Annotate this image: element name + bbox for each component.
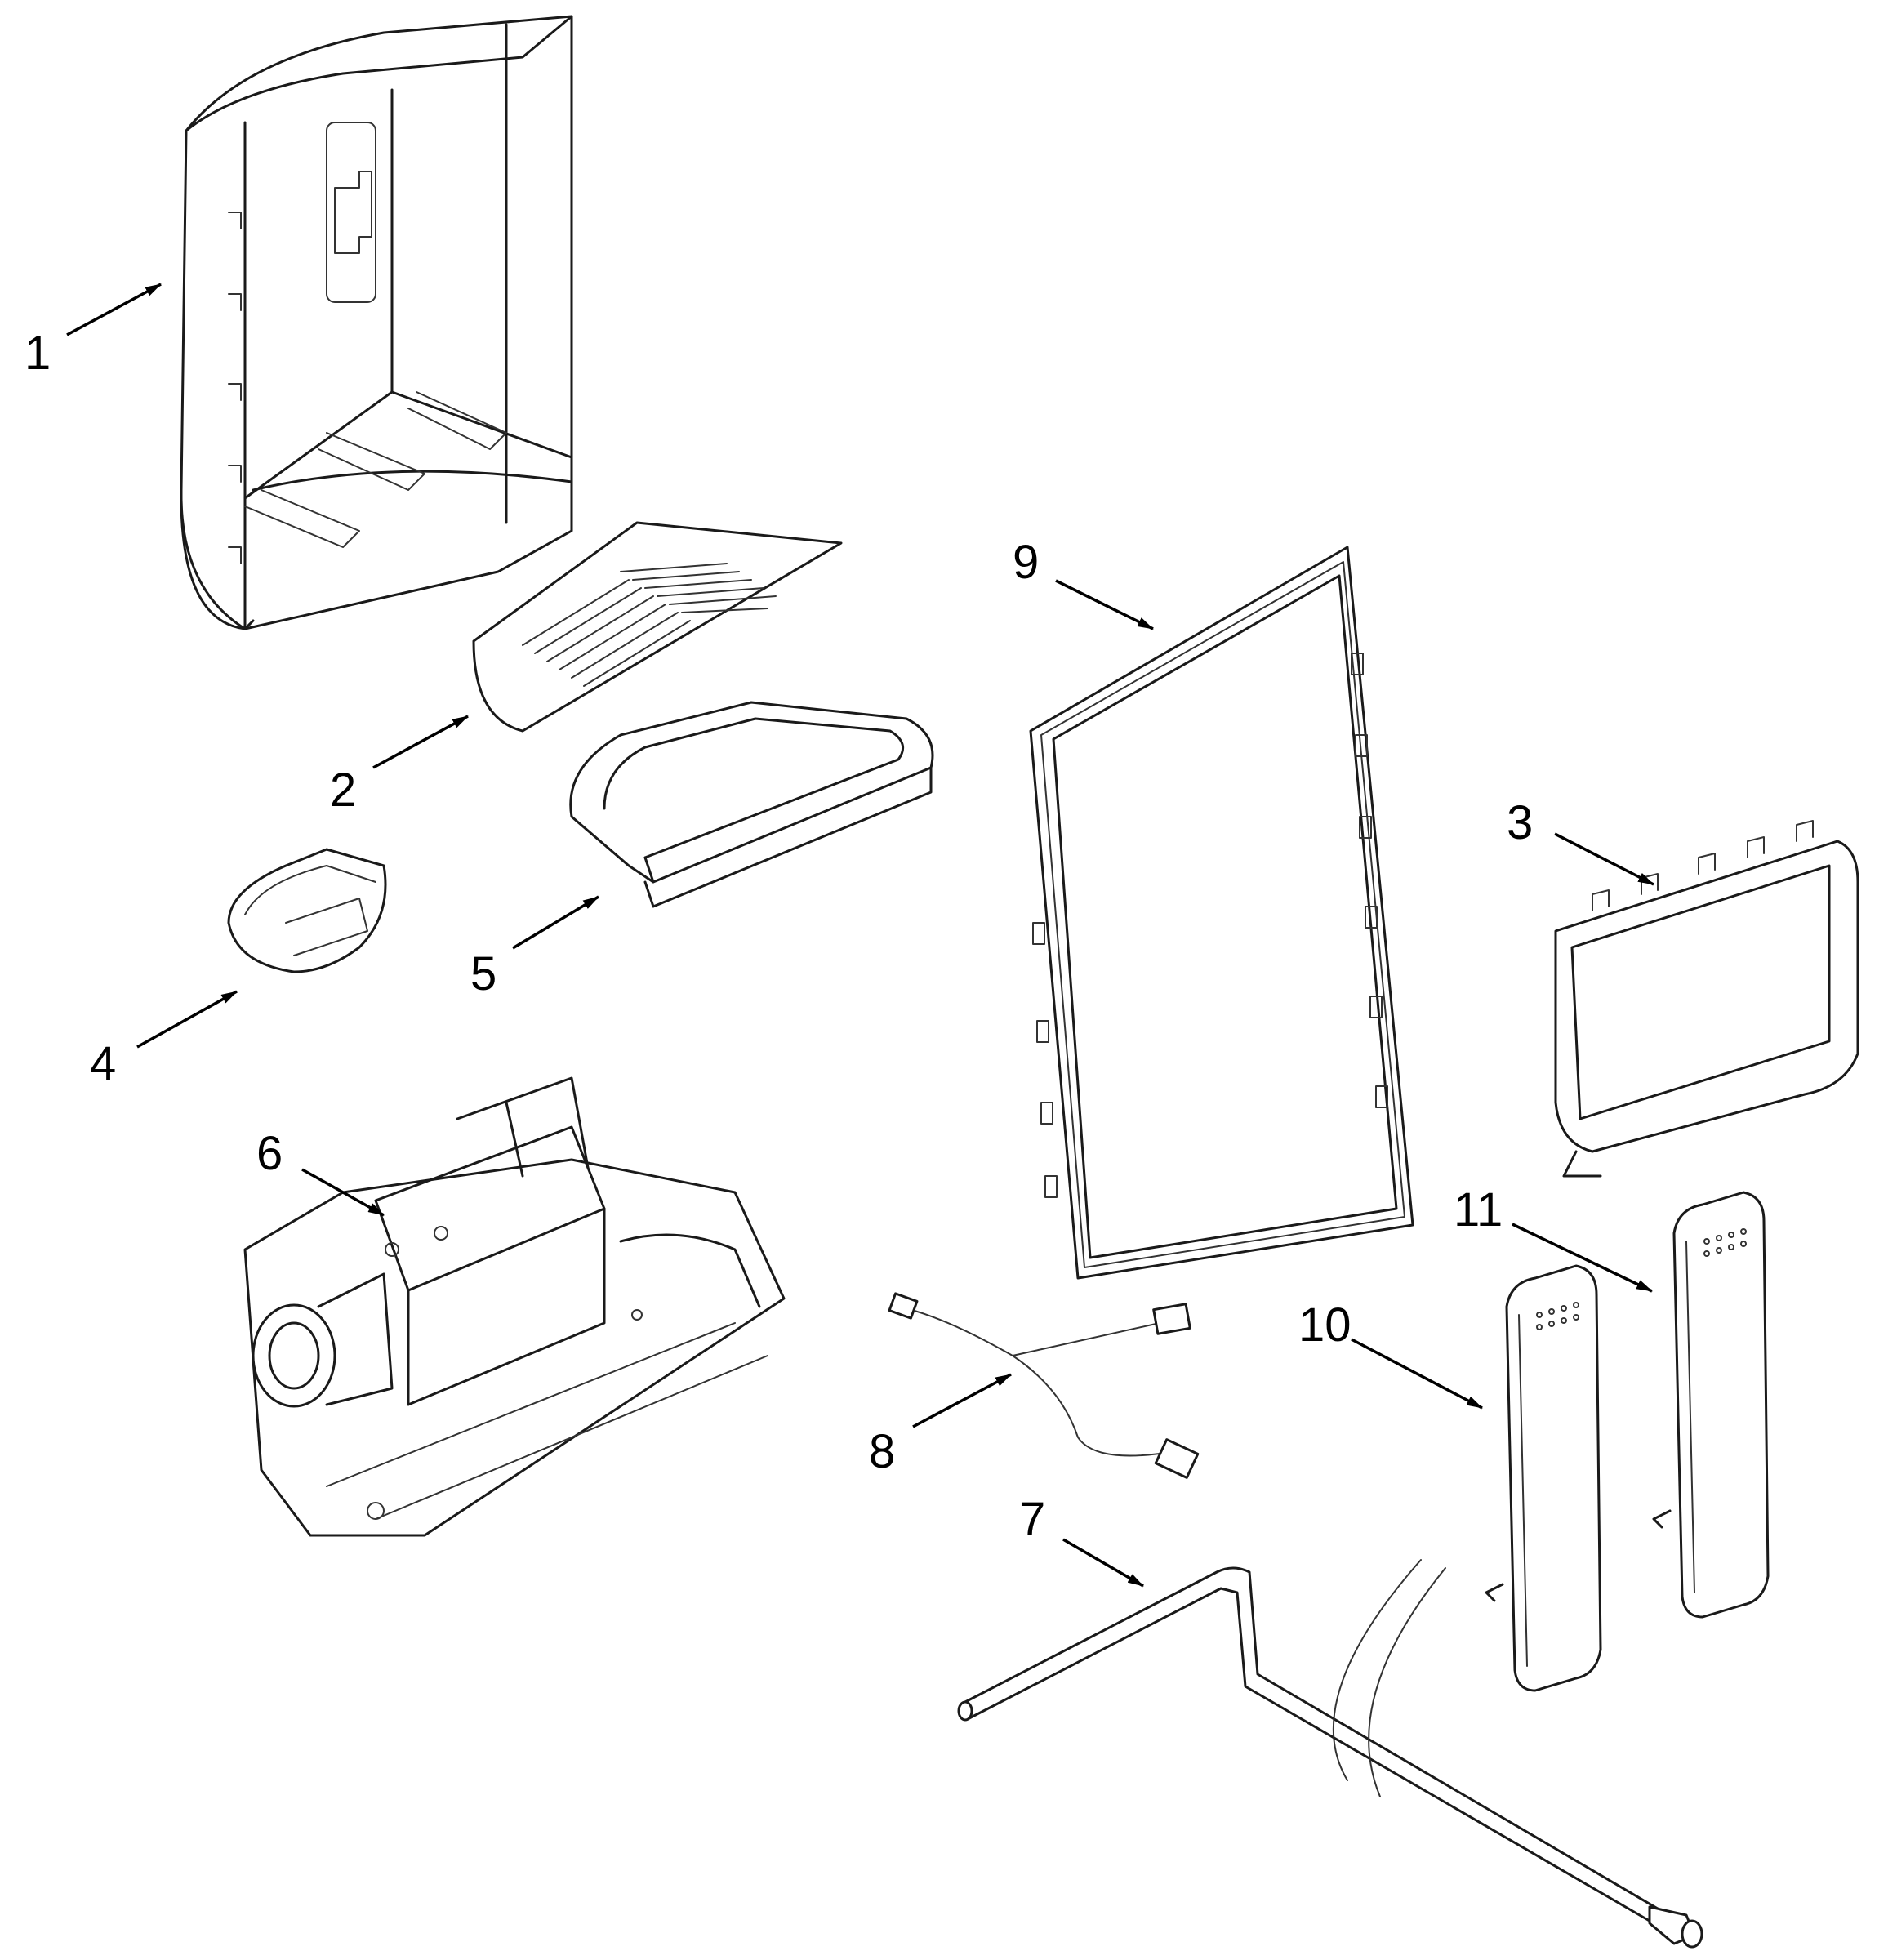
callout-arrow-11	[1512, 1223, 1653, 1293]
callout-label-5: 5	[470, 947, 497, 1000]
callout-arrow-4	[136, 990, 238, 1049]
callout-labels: 1 2 3 4 5 6 7 8 9 10 11	[24, 327, 1533, 1546]
callout-label-4: 4	[90, 1037, 116, 1090]
callout-arrows	[66, 283, 1654, 1588]
callout-label-8: 8	[869, 1425, 895, 1478]
part-7-water-tube[interactable]	[957, 1559, 1703, 1949]
part-6-auger-motor[interactable]	[243, 1076, 786, 1537]
callout-arrow-9	[1055, 579, 1154, 630]
part-4-cup-bracket[interactable]	[227, 848, 387, 973]
callout-arrow-7	[1062, 1538, 1144, 1588]
part-8-wire-harness[interactable]	[888, 1292, 1200, 1479]
callout-arrow-1	[66, 283, 162, 336]
part-11-dispenser-paddle[interactable]	[1652, 1191, 1770, 1619]
callout-label-11: 11	[1454, 1183, 1503, 1236]
callout-label-2: 2	[330, 764, 356, 817]
callout-label-9: 9	[1013, 536, 1039, 589]
callout-arrow-2	[372, 715, 469, 769]
callout-arrow-3	[1554, 832, 1654, 886]
callout-label-3: 3	[1507, 796, 1533, 849]
part-1-dispenser-housing[interactable]	[180, 15, 573, 630]
callout-label-6: 6	[256, 1127, 283, 1180]
callout-label-1: 1	[24, 327, 51, 380]
callout-arrow-10	[1351, 1338, 1483, 1410]
callout-label-7: 7	[1019, 1493, 1045, 1546]
part-10-dispenser-paddle[interactable]	[1485, 1264, 1602, 1692]
part-5-drip-tray[interactable]	[569, 701, 934, 908]
part-9-door-frame[interactable]	[1029, 546, 1414, 1280]
callout-arrow-8	[912, 1373, 1012, 1428]
part-2-drip-grille[interactable]	[472, 521, 843, 733]
callout-arrow-6	[301, 1168, 385, 1217]
callout-arrow-5	[512, 895, 599, 950]
part-3-control-panel[interactable]	[1554, 820, 1859, 1178]
callout-label-10: 10	[1298, 1298, 1352, 1352]
